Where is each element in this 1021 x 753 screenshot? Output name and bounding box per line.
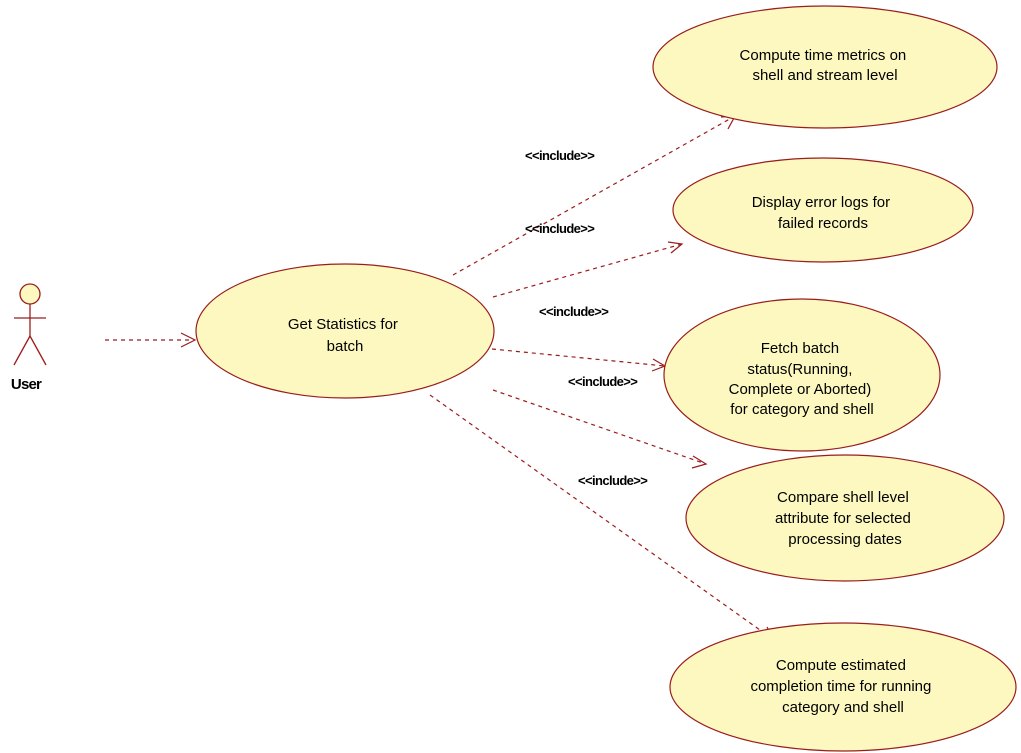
include-label: <<include>>	[525, 221, 595, 236]
use-case-label: Compute estimated completion time for ru…	[750, 657, 935, 716]
use-case-get-statistics[interactable]: Get Statistics for batch	[195, 263, 495, 399]
include-label: <<include>>	[568, 374, 638, 389]
use-case-label: Display error logs for failed records	[752, 194, 895, 232]
include-dependency-batch-status	[491, 348, 667, 372]
include-label: <<include>>	[578, 473, 648, 488]
use-case-label: Compare shell level attribute for select…	[775, 489, 915, 548]
use-case-fetch-batch-status[interactable]: Fetch batch status(Running, Complete or …	[663, 298, 941, 452]
actor-association	[105, 332, 197, 348]
include-label: <<include>>	[539, 304, 609, 319]
use-case-label: Compute time metrics on shell and stream…	[740, 47, 911, 84]
use-case-compute-time-metrics[interactable]: Compute time metrics on shell and stream…	[652, 5, 998, 129]
stick-figure-actor-icon	[13, 283, 47, 366]
use-case-compare-shell-attribute[interactable]: Compare shell level attribute for select…	[685, 454, 1005, 582]
include-label: <<include>>	[525, 148, 595, 163]
include-dependency-compare-attribute	[492, 389, 708, 469]
use-case-compute-estimated-completion[interactable]: Compute estimated completion time for ru…	[669, 622, 1017, 752]
actor-name: User	[11, 376, 42, 393]
use-case-label: Get Statistics for batch	[288, 316, 402, 355]
use-case-label: Fetch batch status(Running, Complete or …	[729, 340, 876, 418]
use-case-display-error-logs[interactable]: Display error logs for failed records	[672, 157, 974, 263]
include-dependency-error-logs	[492, 241, 684, 298]
actor-user[interactable]: User	[11, 283, 47, 393]
